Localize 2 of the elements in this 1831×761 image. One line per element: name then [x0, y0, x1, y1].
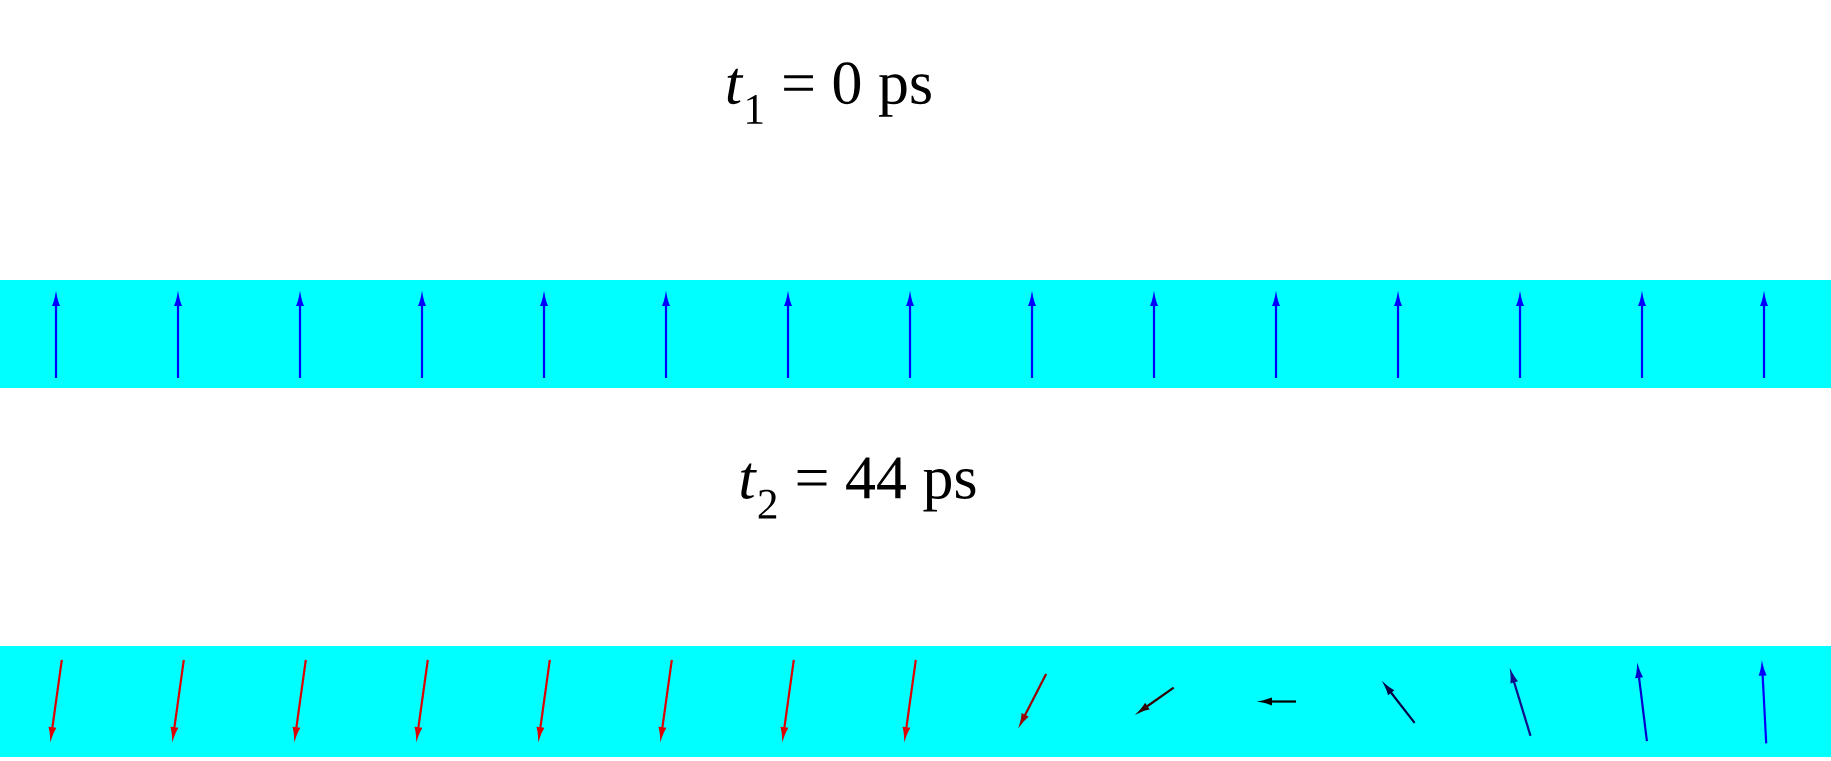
time-label: t$_{1}$ = 0 ps: [727, 62, 931, 124]
time-label: t$_{2}$ = 44 ps: [741, 457, 976, 519]
